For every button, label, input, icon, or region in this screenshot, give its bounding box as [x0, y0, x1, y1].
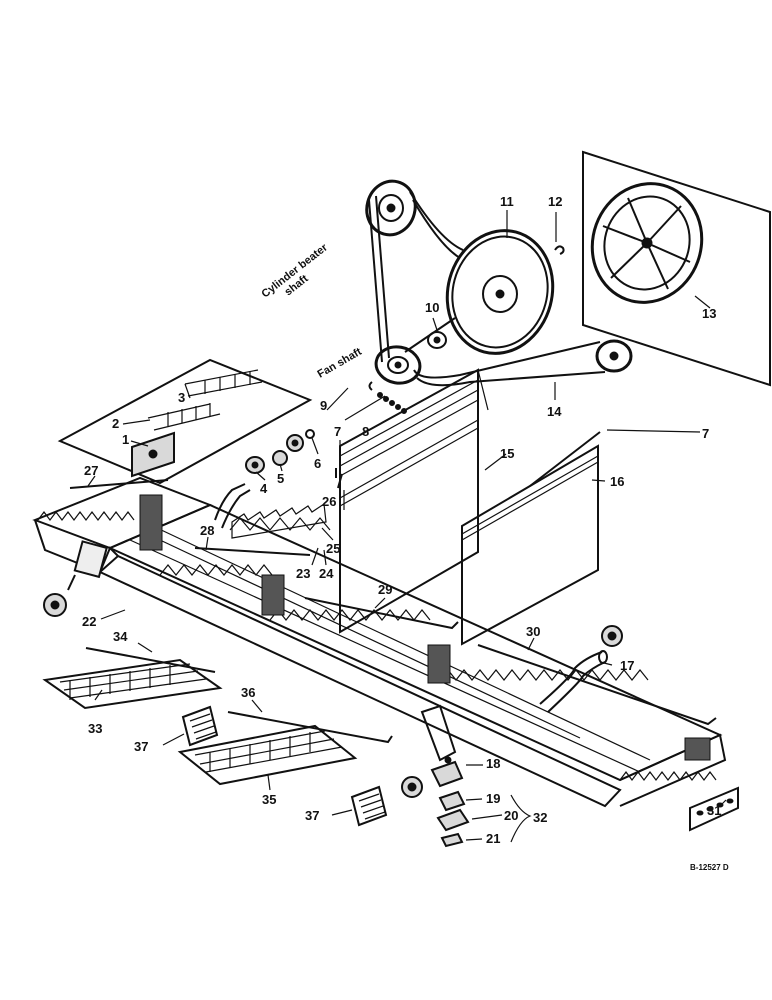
drive-belts	[368, 191, 606, 387]
tine-bar-part-25	[231, 502, 327, 539]
callout-7-right: 7	[702, 426, 709, 441]
nut-fastener-icons	[43, 593, 623, 798]
fan-shaft-pulley	[374, 345, 422, 385]
bracket-part-18	[420, 704, 464, 788]
idler-pulley-large	[445, 229, 555, 355]
callout-13: 13	[702, 306, 716, 321]
callout-25: 25	[326, 541, 340, 556]
callout-2: 2	[112, 416, 119, 431]
callout-23: 23	[296, 566, 310, 581]
callout-19: 19	[486, 791, 500, 806]
callout-28: 28	[200, 523, 214, 538]
key-part-12	[554, 245, 565, 255]
callout-18: 18	[486, 756, 500, 771]
shaker-chassis	[32, 476, 727, 808]
callout-4: 4	[260, 481, 268, 496]
spout-part-17	[539, 650, 608, 713]
callout-12: 12	[548, 194, 562, 209]
callout-36: 36	[241, 685, 255, 700]
plates-parts-19-21	[436, 790, 470, 848]
callout-24: 24	[319, 566, 334, 581]
callout-30: 30	[526, 624, 540, 639]
callout-31: 31	[707, 803, 721, 818]
leader-lines	[87, 210, 727, 843]
callout-37-left: 37	[134, 739, 148, 754]
callout-15: 15	[500, 446, 514, 461]
callout-32: 32	[533, 810, 547, 825]
callout-6: 6	[314, 456, 321, 471]
inset-panel-left	[57, 358, 313, 485]
callout-22: 22	[82, 614, 96, 629]
callout-8: 8	[362, 424, 369, 439]
left-spout	[67, 483, 251, 591]
sieve-33	[42, 658, 223, 710]
cylinder-beater-pulley	[365, 179, 417, 237]
callout-20: 20	[504, 808, 518, 823]
callout-5: 5	[277, 471, 284, 486]
callout-21: 21	[486, 831, 500, 846]
rack-sawtooth	[37, 511, 717, 781]
callout-37-right: 37	[305, 808, 319, 823]
side-panel-16	[461, 444, 599, 646]
sieve-35	[177, 724, 358, 786]
callout-3: 3	[178, 390, 185, 405]
grille-parts-37	[181, 705, 388, 827]
rods	[69, 479, 717, 744]
callout-10: 10	[425, 300, 439, 315]
small-hardware	[245, 429, 315, 474]
inset-panel-pulley	[582, 150, 771, 387]
callout-34: 34	[113, 629, 128, 644]
callout-7-left: 7	[334, 424, 341, 439]
callout-29: 29	[378, 582, 392, 597]
callout-27: 27	[84, 463, 98, 478]
callout-33: 33	[88, 721, 102, 736]
callout-14: 14	[547, 404, 562, 419]
callout-11: 11	[500, 194, 514, 209]
callout-17: 17	[620, 658, 634, 673]
fan-shaft-chain	[368, 381, 407, 414]
hub-part-10	[427, 331, 447, 349]
callout-26: 26	[322, 494, 336, 509]
rod-part-7-right	[529, 431, 601, 487]
bolt-part-26	[337, 473, 343, 489]
callout-numbers: 1 2 3 4 5 6 7 7 8 9 10 11 12 13 14 15 16…	[82, 194, 721, 846]
callout-16: 16	[610, 474, 624, 489]
small-pulley-right	[595, 339, 633, 373]
drawing-reference-number: B-12527 D	[690, 863, 729, 872]
grate-blocks	[139, 494, 711, 761]
fan-shaft-label: Fan shaft	[316, 346, 365, 381]
callout-9: 9	[320, 398, 327, 413]
callout-35: 35	[262, 792, 276, 807]
side-panel-15	[339, 368, 489, 634]
callout-1: 1	[122, 432, 129, 447]
